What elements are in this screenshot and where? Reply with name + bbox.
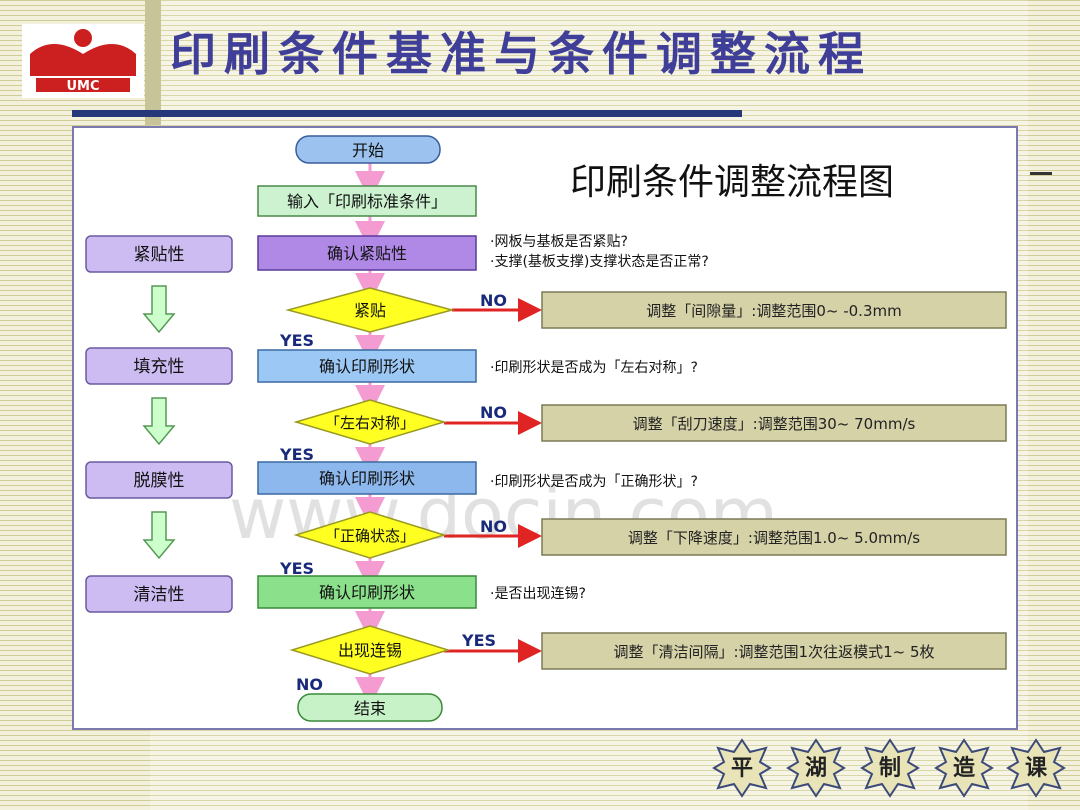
decision-label: 「左右对称」 bbox=[325, 414, 415, 432]
notes: ·网板与基板是否紧贴? ·支撑(基板支撑)支撑状态是否正常? ·印刷形状是否成为… bbox=[490, 233, 709, 602]
note-4: ·印刷形状是否成为「正确形状」? bbox=[490, 474, 698, 490]
yes-label-3: YES bbox=[279, 559, 314, 578]
yes-label-4: YES bbox=[461, 631, 496, 650]
category-label: 脱膜性 bbox=[134, 471, 185, 491]
flowchart-heading: 印刷条件调整流程图 bbox=[570, 162, 894, 203]
logo-text: UMC bbox=[66, 79, 99, 94]
decision-label: 出现连锡 bbox=[338, 641, 402, 660]
no-label-2: NO bbox=[480, 403, 507, 422]
yes-label-1: YES bbox=[279, 331, 314, 350]
check-label: 确认印刷形状 bbox=[319, 469, 415, 488]
adjust-label-4: 调整「清洁间隔」:调整范围1次往返模式1~ 5枚 bbox=[613, 643, 934, 661]
start-terminal: 开始 bbox=[295, 135, 441, 164]
category-紧贴性: 紧贴性 bbox=[85, 235, 233, 273]
nav-button-label: 平 bbox=[730, 755, 753, 781]
nav-button-label: 制 bbox=[878, 755, 901, 781]
category-label: 填充性 bbox=[134, 357, 185, 377]
star-icon bbox=[1006, 738, 1066, 798]
category-脱膜性: 脱膜性 bbox=[85, 461, 233, 499]
category-填充性: 填充性 bbox=[85, 347, 233, 385]
note-2: ·支撑(基板支撑)支撑状态是否正常? bbox=[490, 253, 709, 270]
header-divider bbox=[145, 0, 161, 125]
category-label: 清洁性 bbox=[134, 585, 185, 605]
category-label: 紧贴性 bbox=[134, 245, 185, 265]
yes-label-2: YES bbox=[279, 445, 314, 464]
end-terminal: 结束 bbox=[297, 693, 443, 722]
decision-4: 出现连锡 bbox=[289, 625, 451, 675]
company-logo: UMC bbox=[22, 24, 144, 98]
adjustments: 调整「间隙量」:调整范围0~ -0.3mm 调整「刮刀速度」:调整范围30~ 7… bbox=[541, 291, 1007, 670]
check-box-1: 确认紧贴性 bbox=[257, 235, 477, 271]
flowchart: www.docin.com 印刷条件调整流程图 bbox=[85, 135, 1007, 722]
star-icon bbox=[934, 738, 994, 798]
adjust-arrows bbox=[444, 298, 542, 663]
check-box-3: 确认印刷形状 bbox=[257, 461, 477, 495]
no-label-3: NO bbox=[480, 517, 507, 536]
check-box-4: 确认印刷形状 bbox=[257, 575, 477, 609]
decision-2: 「左右对称」 bbox=[293, 399, 447, 445]
end-label: 结束 bbox=[354, 699, 386, 718]
slide-title: 印刷条件基准与条件调整流程 bbox=[170, 27, 872, 81]
category-arrows bbox=[142, 285, 176, 560]
note-3: ·印刷形状是否成为「左右对称」? bbox=[490, 360, 698, 376]
no-label-1: NO bbox=[480, 291, 507, 310]
check-label: 确认印刷形状 bbox=[319, 357, 415, 376]
nav-button-1[interactable]: 平 bbox=[712, 738, 772, 798]
decision-label: 紧贴 bbox=[354, 301, 386, 320]
input-box: 输入「印刷标准条件」 bbox=[257, 185, 477, 217]
title-underline-bar bbox=[72, 110, 742, 117]
decision-label: 「正确状态」 bbox=[325, 527, 415, 545]
note-5: ·是否出现连锡? bbox=[490, 586, 586, 602]
input-label: 输入「印刷标准条件」 bbox=[287, 192, 447, 211]
check-label: 确认紧贴性 bbox=[327, 244, 407, 263]
note-1: ·网板与基板是否紧贴? bbox=[490, 233, 628, 250]
right-border-strip bbox=[1028, 0, 1080, 810]
start-label: 开始 bbox=[352, 141, 384, 160]
check-box-2: 确认印刷形状 bbox=[257, 349, 477, 383]
adjust-label-2: 调整「刮刀速度」:调整范围30~ 70mm/s bbox=[633, 415, 916, 433]
adjust-label-1: 调整「间隙量」:调整范围0~ -0.3mm bbox=[646, 302, 901, 320]
nav-button-label: 造 bbox=[952, 755, 975, 781]
nav-button-2[interactable]: 湖 bbox=[786, 738, 846, 798]
nav-button-label: 湖 bbox=[804, 755, 827, 781]
flowchart-panel: www.docin.com 印刷条件调整流程图 bbox=[72, 126, 1018, 730]
decision-1: 紧贴 bbox=[285, 287, 455, 333]
adjust-label-3: 调整「下降速度」:调整范围1.0~ 5.0mm/s bbox=[628, 529, 920, 547]
category-清洁性: 清洁性 bbox=[85, 575, 233, 613]
nav-button-3[interactable]: 制 bbox=[860, 738, 920, 798]
no-label-4: NO bbox=[296, 675, 323, 694]
nav-button-5[interactable]: 课 bbox=[1006, 738, 1066, 798]
nav-button-4[interactable]: 造 bbox=[934, 738, 994, 798]
star-icon bbox=[786, 738, 846, 798]
decision-3: 「正确状态」 bbox=[293, 511, 447, 559]
nav-button-label: 课 bbox=[1024, 755, 1047, 781]
star-icon bbox=[712, 738, 772, 798]
side-dash bbox=[1030, 172, 1052, 175]
check-label: 确认印刷形状 bbox=[319, 583, 415, 602]
star-icon bbox=[860, 738, 920, 798]
